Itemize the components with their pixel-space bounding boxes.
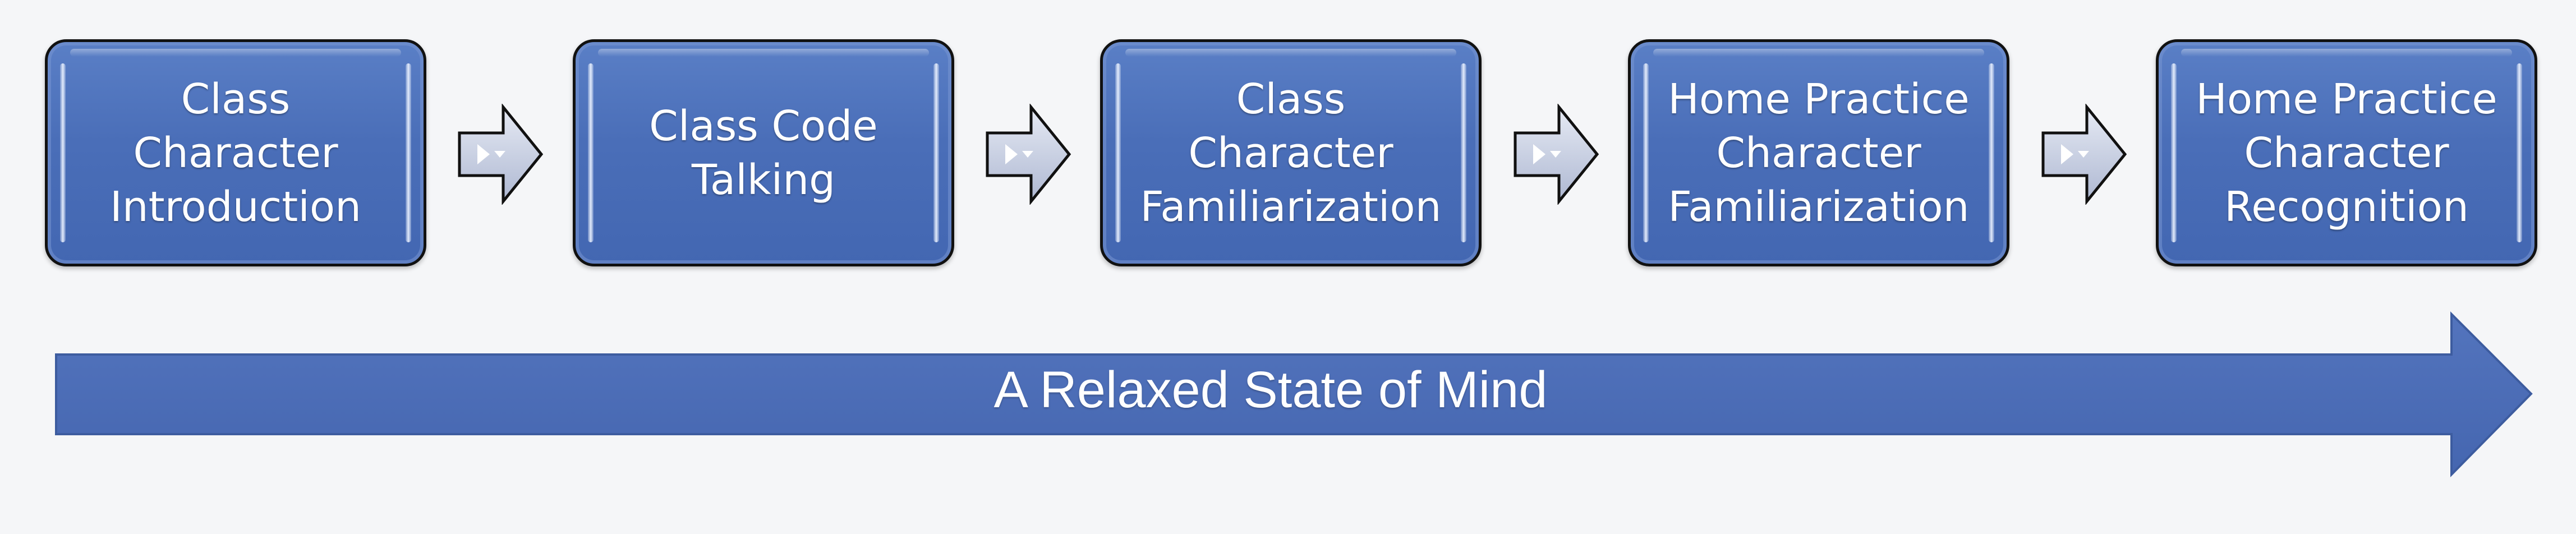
box-gloss (1115, 63, 1121, 242)
step-label: Home Practice Character Recognition (2196, 75, 2497, 231)
box-gloss (2181, 49, 2512, 57)
box-gloss (588, 63, 594, 242)
step-label: Class Character Familiarization (1140, 75, 1442, 231)
box-gloss (70, 49, 401, 57)
step-label: Class Code Talking (649, 102, 878, 204)
box-gloss (933, 63, 939, 242)
box-gloss (406, 63, 411, 242)
box-gloss (1653, 49, 1984, 57)
connector-arrow-icon (2041, 104, 2127, 205)
box-gloss (60, 63, 66, 242)
box-gloss (1461, 63, 1466, 242)
step-box-class-code-talking: Class Code Talking (573, 39, 954, 266)
step-box-class-character-introduction: Class Character Introduction (45, 39, 426, 266)
step-box-class-character-familiarization: Class Character Familiarization (1100, 39, 1482, 266)
connector-arrow-icon (1514, 104, 1599, 205)
box-gloss (1125, 49, 1456, 57)
step-box-home-practice-character-familiarization: Home Practice Character Familiarization (1628, 39, 2009, 266)
progress-arrow-label: A Relaxed State of Mind (993, 361, 1548, 418)
box-gloss (1643, 63, 1649, 242)
box-gloss (2171, 63, 2177, 242)
connector-arrow-icon (458, 104, 544, 205)
step-box-home-practice-character-recognition: Home Practice Character Recognition (2156, 39, 2537, 266)
box-gloss (1989, 63, 1994, 242)
box-gloss (598, 49, 929, 57)
step-label: Home Practice Character Familiarization (1668, 75, 1970, 231)
connector-arrow-icon (986, 104, 1071, 205)
box-gloss (2517, 63, 2522, 242)
step-label: Class Character Introduction (109, 75, 362, 231)
